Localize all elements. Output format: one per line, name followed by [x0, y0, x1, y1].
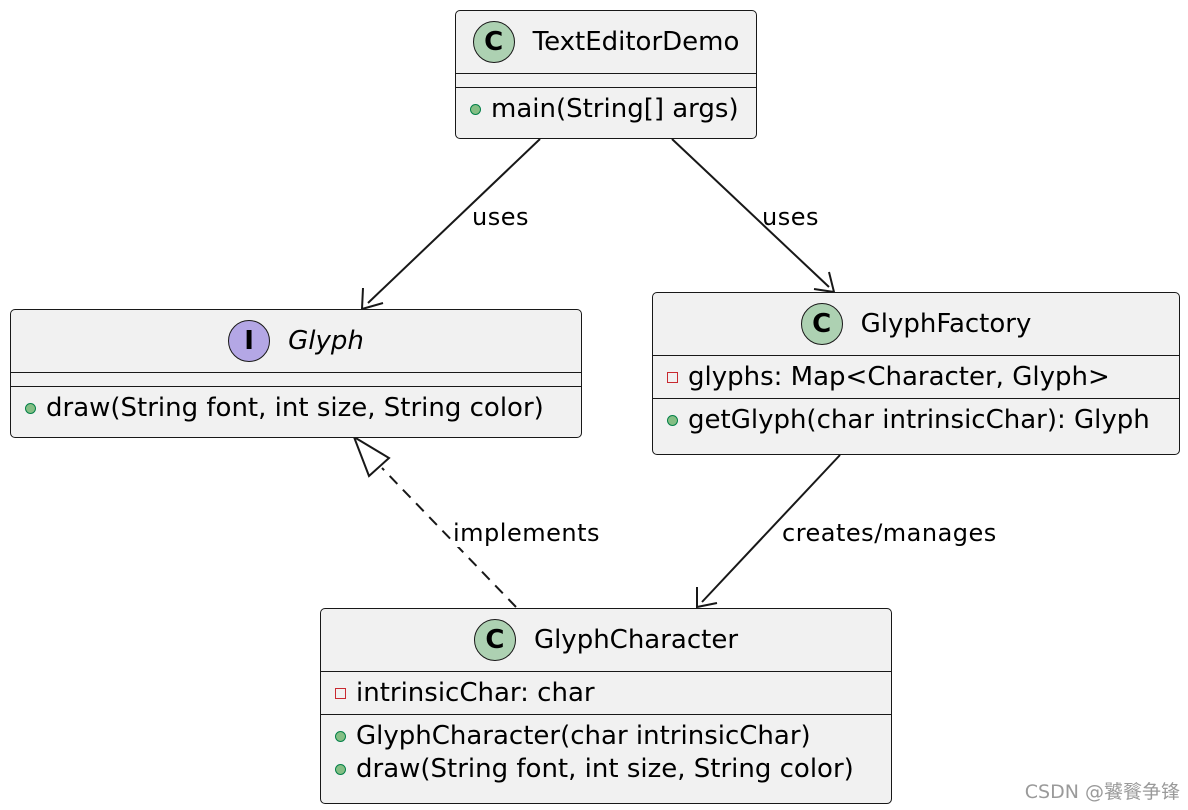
method-draw: draw(String font, int size, String color… — [25, 391, 581, 425]
class-header: C TextEditorDemo — [456, 11, 756, 74]
edge-label-uses-glyphfactory: uses — [762, 203, 819, 231]
member-text: intrinsicChar: char — [356, 678, 595, 708]
public-visibility-icon — [25, 402, 36, 414]
interface-header: I Glyph — [11, 310, 581, 373]
member-text: getGlyph(char intrinsicChar): Glyph — [688, 405, 1150, 435]
class-name: TextEditorDemo — [532, 27, 740, 57]
watermark: CSDN @饕餮争锋 — [1024, 781, 1180, 803]
class-stereotype-icon: C — [472, 21, 515, 63]
interface-name: Glyph — [288, 326, 364, 356]
fields-compartment — [456, 74, 756, 88]
public-visibility-icon — [470, 103, 481, 115]
field-glyphs: glyphs: Map<Character, Glyph> — [667, 360, 1179, 394]
member-text: draw(String font, int size, String color… — [46, 393, 544, 423]
methods-compartment: main(String[] args) — [456, 88, 756, 130]
edge-label-implements: implements — [453, 519, 600, 547]
edge-glyphcharacter-implements-glyph — [352, 434, 517, 608]
class-glyphcharacter[interactable]: C GlyphCharacter intrinsicChar: char Gly… — [320, 608, 892, 804]
method-main: main(String[] args) — [470, 92, 756, 126]
method-draw: draw(String font, int size, String color… — [335, 753, 891, 785]
fields-compartment: glyphs: Map<Character, Glyph> — [653, 356, 1179, 399]
private-visibility-icon — [667, 371, 678, 383]
class-header: C GlyphCharacter — [321, 609, 891, 672]
class-name: GlyphCharacter — [533, 625, 739, 655]
class-glyphfactory[interactable]: C GlyphFactory glyphs: Map<Character, Gl… — [652, 292, 1180, 455]
public-visibility-icon — [335, 763, 346, 775]
fields-compartment: intrinsicChar: char — [321, 672, 891, 715]
field-intrinsicchar: intrinsicChar: char — [335, 676, 891, 710]
member-text: glyphs: Map<Character, Glyph> — [688, 362, 1110, 392]
member-text: GlyphCharacter(char intrinsicChar) — [356, 721, 811, 751]
member-text: draw(String font, int size, String color… — [356, 754, 854, 784]
interface-glyph[interactable]: I Glyph draw(String font, int size, Stri… — [10, 309, 582, 438]
private-visibility-icon — [335, 687, 346, 699]
class-stereotype-icon: C — [473, 619, 516, 661]
method-getglyph: getGlyph(char intrinsicChar): Glyph — [667, 403, 1179, 437]
edge-label-creates-manages: creates/manages — [782, 519, 997, 547]
open-arrowhead-icon — [696, 587, 718, 609]
public-visibility-icon — [335, 730, 346, 742]
class-stereotype-icon: C — [800, 303, 843, 345]
member-text: main(String[] args) — [491, 94, 739, 124]
class-header: C GlyphFactory — [653, 293, 1179, 356]
methods-compartment: GlyphCharacter(char intrinsicChar) draw(… — [321, 715, 891, 789]
edge-label-uses-glyph: uses — [472, 203, 529, 231]
class-texteditordemo[interactable]: C TextEditorDemo main(String[] args) — [455, 10, 757, 139]
edge-glyphfactory-creates-glyphcharacter — [696, 454, 841, 609]
interface-stereotype-icon: I — [228, 320, 271, 362]
method-constructor: GlyphCharacter(char intrinsicChar) — [335, 719, 891, 753]
hollow-triangle-icon — [352, 434, 391, 478]
methods-compartment: getGlyph(char intrinsicChar): Glyph — [653, 399, 1179, 441]
public-visibility-icon — [667, 414, 678, 426]
fields-compartment — [11, 373, 581, 387]
methods-compartment: draw(String font, int size, String color… — [11, 387, 581, 429]
class-name: GlyphFactory — [860, 309, 1032, 339]
